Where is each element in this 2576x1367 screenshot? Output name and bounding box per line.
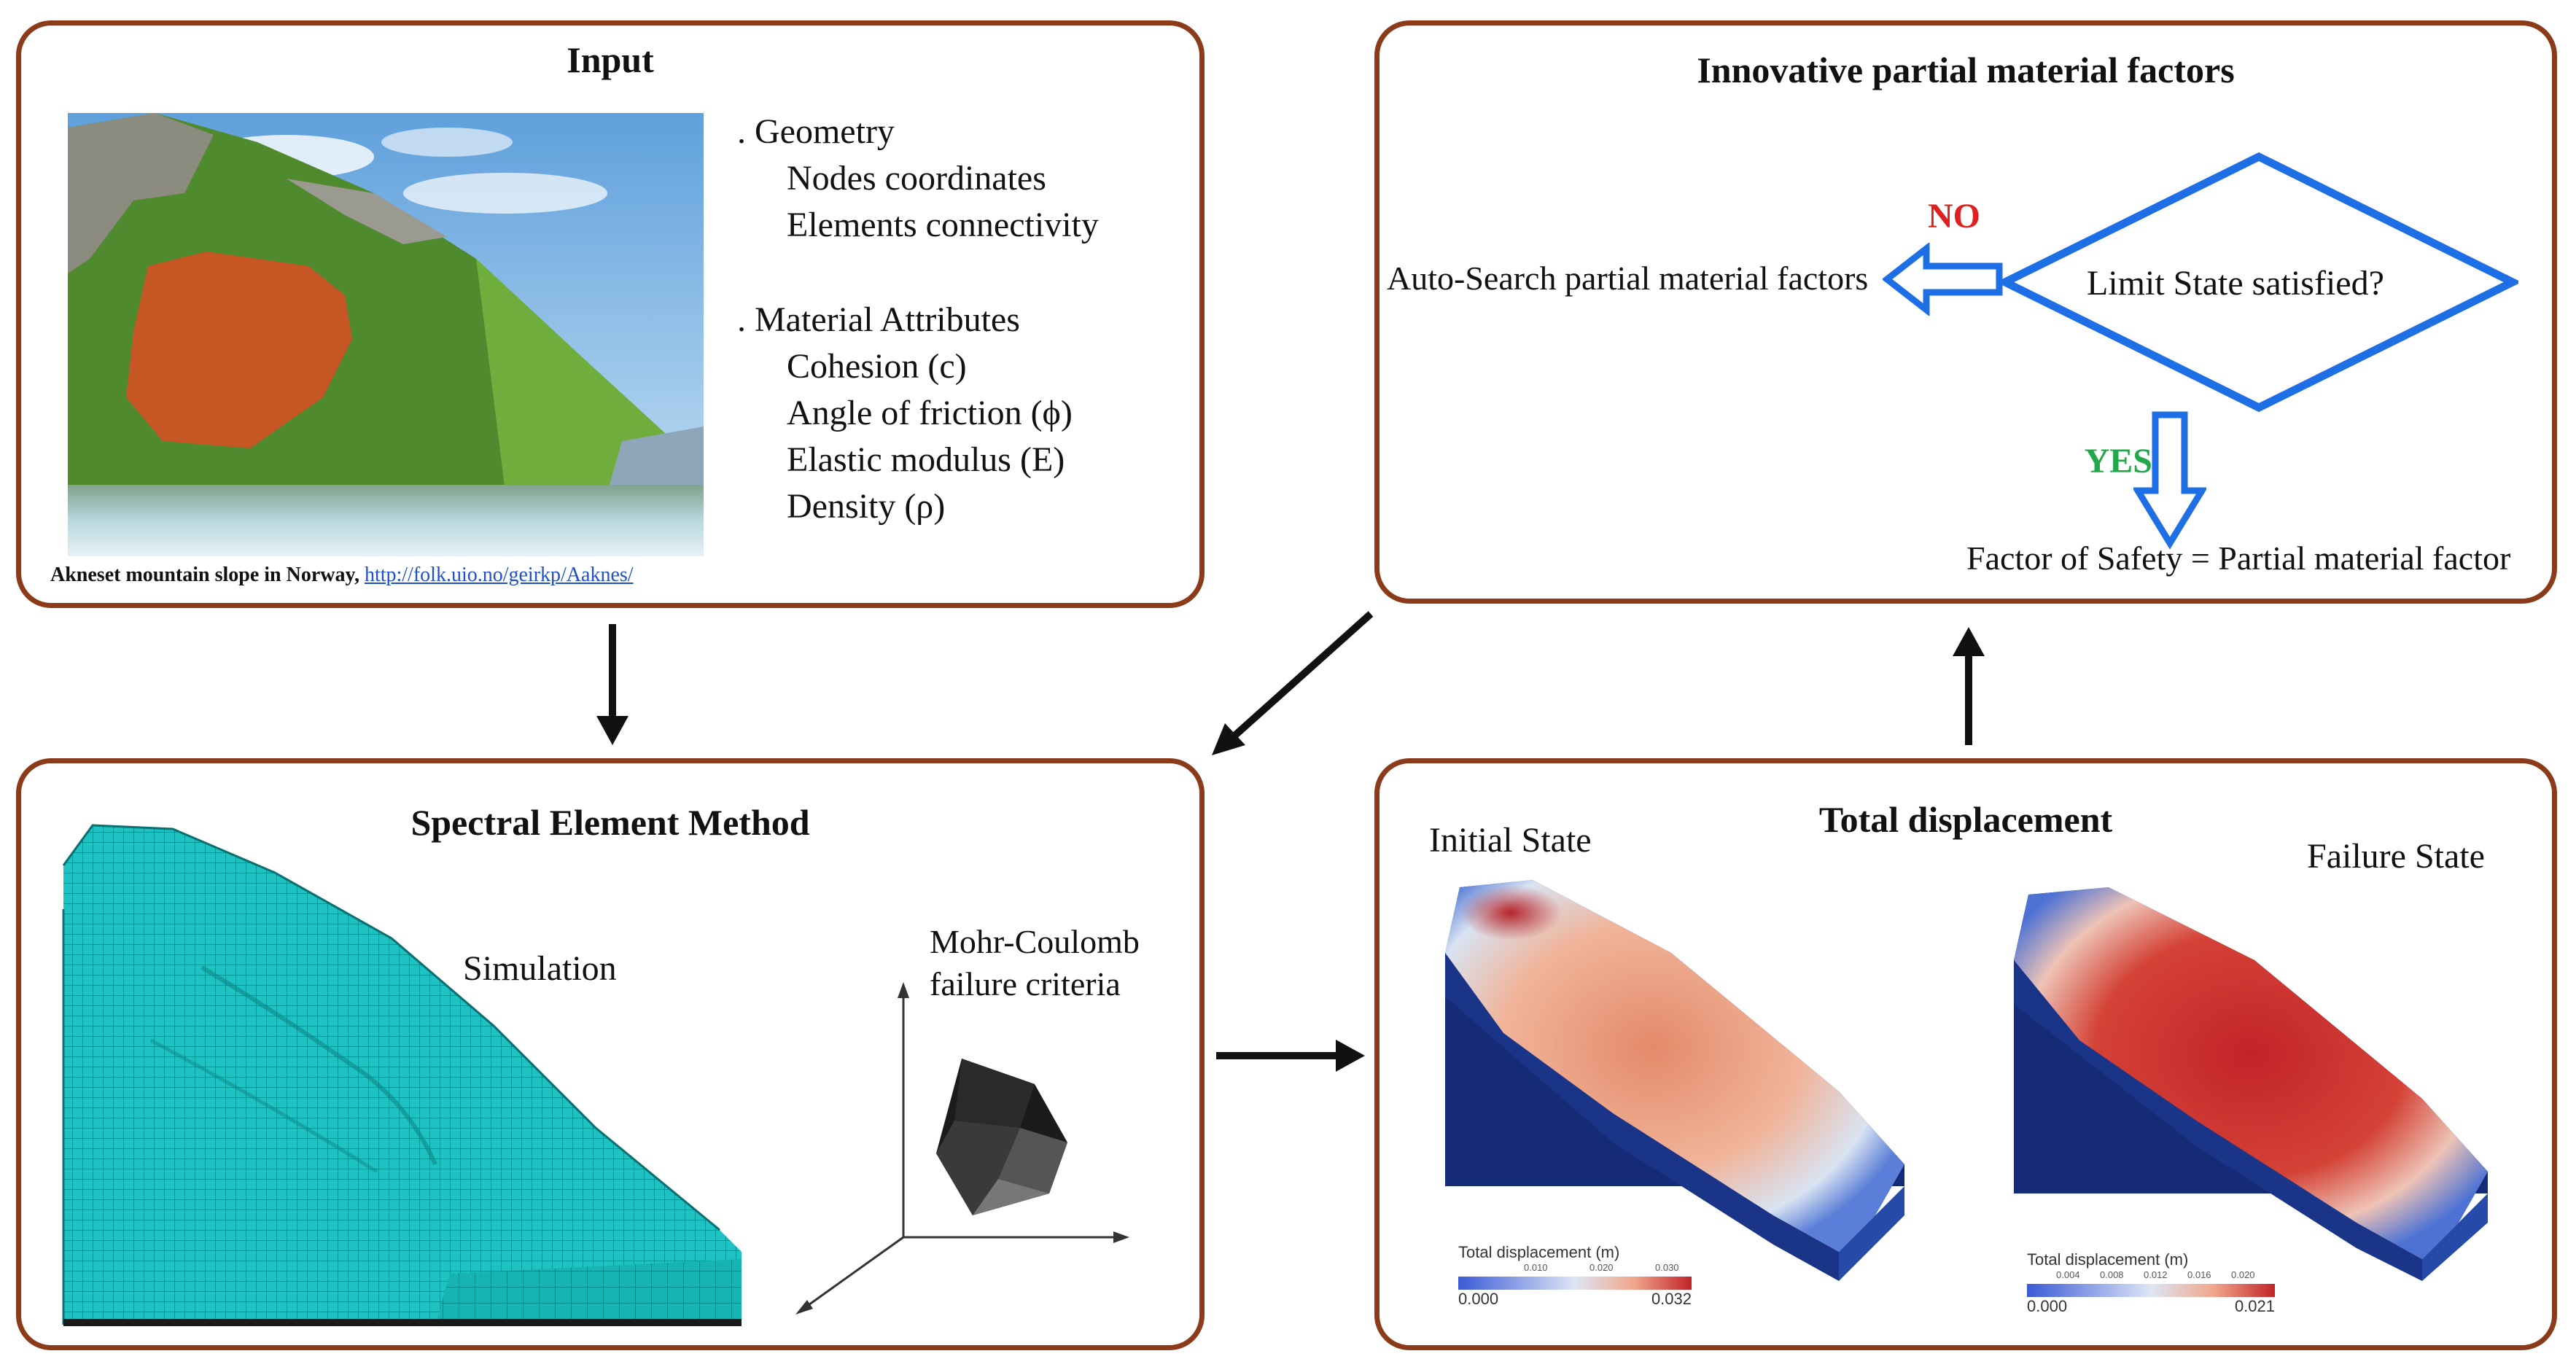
limit-state-diamond — [1999, 152, 2518, 413]
initial-tick-3: 0.030 — [1655, 1262, 1679, 1273]
decision-label: Limit State satisfied? — [2087, 264, 2384, 303]
down-arrow-icon — [2133, 411, 2206, 549]
failure-tick-1: 0.004 — [2056, 1269, 2080, 1280]
initial-state-label: Initial State — [1429, 821, 1592, 860]
displacement-panel: Total displacement Initial State Failure… — [1374, 758, 2557, 1350]
material-item-elastic: Elastic modulus (E) — [787, 440, 1065, 479]
failure-colorbar-gradient — [2027, 1284, 2275, 1297]
simulation-label: Simulation — [463, 949, 617, 988]
initial-tick-1: 0.010 — [1524, 1262, 1548, 1273]
geometry-heading: . Geometry — [737, 112, 895, 151]
failure-tick-2: 0.008 — [2100, 1269, 2124, 1280]
caption-text: Akneset mountain slope in Norway, — [50, 564, 359, 586]
initial-colorbar-gradient — [1458, 1277, 1692, 1290]
material-heading: . Material Attributes — [737, 300, 1020, 339]
photo-caption: Akneset mountain slope in Norway, http:/… — [50, 564, 634, 587]
initial-colorbar-max: 0.032 — [1651, 1290, 1692, 1308]
material-item-density: Density (ρ) — [787, 487, 946, 526]
arrow-displacement-to-factors — [1953, 627, 1985, 745]
failure-tick-5: 0.020 — [2231, 1269, 2255, 1280]
failure-colorbar: Total displacement (m) 0.004 0.008 0.012… — [2027, 1250, 2275, 1317]
no-label: NO — [1928, 197, 1980, 235]
mohr-coulomb-surface — [795, 982, 1129, 1315]
failure-tick-4: 0.016 — [2187, 1269, 2211, 1280]
left-arrow-icon — [1883, 243, 2003, 316]
geometry-item-nodes: Nodes coordinates — [787, 159, 1046, 198]
auto-search-label: Auto-Search partial material factors — [1387, 260, 1869, 297]
failure-colorbar-label: Total displacement (m) — [2027, 1250, 2189, 1269]
criteria-label-1: Mohr-Coulomb — [930, 923, 1140, 960]
initial-colorbar-label: Total displacement (m) — [1458, 1243, 1620, 1261]
sem-mesh-model — [62, 824, 742, 1326]
initial-colorbar: Total displacement (m) 0.010 0.020 0.030… — [1458, 1243, 1692, 1310]
geometry-item-elements: Elements connectivity — [787, 206, 1099, 244]
displacement-title: Total displacement — [1818, 799, 2113, 840]
sem-panel: Spectral Element Method Simulation Mohr-… — [16, 758, 1205, 1350]
initial-colorbar-min: 0.000 — [1458, 1290, 1499, 1308]
yes-label: YES — [2084, 442, 2152, 480]
criteria-label-2: failure criteria — [930, 965, 1121, 1002]
input-title: Input — [567, 39, 654, 80]
arrow-factors-to-sem — [1212, 611, 1374, 755]
initial-tick-2: 0.020 — [1589, 1262, 1614, 1273]
failure-colorbar-min: 0.000 — [2027, 1297, 2068, 1315]
factors-title: Innovative partial material factors — [1697, 50, 2235, 90]
failure-state-model — [2014, 887, 2488, 1281]
material-item-friction: Angle of friction (ϕ) — [787, 394, 1073, 432]
sem-title: Spectral Element Method — [410, 802, 810, 843]
caption-link[interactable]: http://folk.uio.no/geirkp/Aaknes/ — [364, 564, 634, 586]
failure-colorbar-max: 0.021 — [2234, 1297, 2275, 1315]
material-item-cohesion: Cohesion (c) — [787, 347, 967, 386]
input-panel: Input . Geometry Nodes coordinates Eleme… — [16, 20, 1205, 608]
arrow-sem-to-displacement — [1216, 1040, 1365, 1072]
failure-tick-3: 0.012 — [2144, 1269, 2168, 1280]
result-label: Factor of Safety = Partial material fact… — [1966, 540, 2511, 577]
factors-panel: Innovative partial material factors Limi… — [1374, 20, 2557, 604]
failure-colorbar-ticks: 0.004 0.008 0.012 0.016 0.020 — [2027, 1269, 2275, 1284]
arrow-input-to-sem — [596, 624, 629, 745]
akneset-slope-photo — [68, 113, 704, 556]
failure-state-label: Failure State — [2307, 837, 2485, 876]
initial-colorbar-ticks: 0.010 0.020 0.030 — [1458, 1262, 1692, 1277]
initial-state-model — [1445, 880, 1904, 1281]
